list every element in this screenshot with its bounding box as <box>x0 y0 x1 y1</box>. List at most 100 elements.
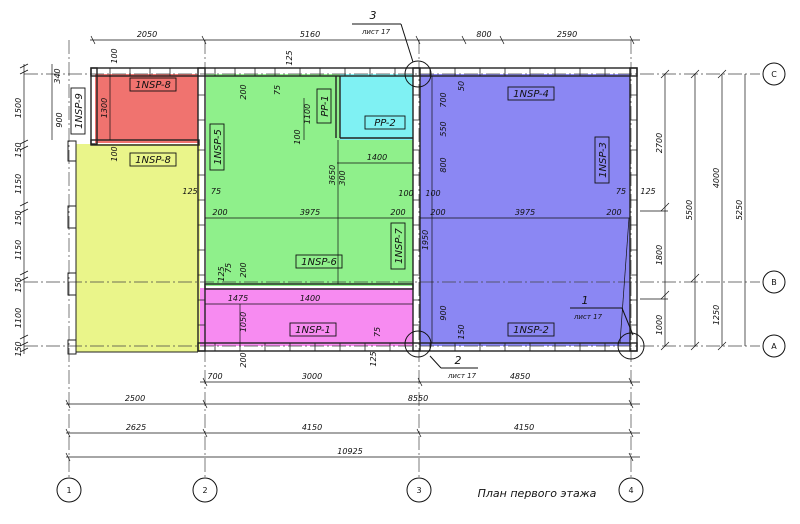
dim-inner-1400-bottom: 1400 <box>300 294 320 303</box>
dim-inner-125-d: 125 <box>369 351 378 366</box>
dim-inner-75-c: 75 <box>616 187 626 196</box>
dim-top-2050: 2050 <box>137 30 157 39</box>
axis-marker-2 <box>192 477 218 503</box>
dim-left-340: 340 <box>53 68 62 83</box>
dim-left-150-c: 150 <box>14 277 23 292</box>
dim-inner-100-b: 100 <box>293 129 302 144</box>
walls <box>90 67 638 352</box>
axis-marker-4 <box>618 477 644 503</box>
room-label-nsp2: 1NSP-2 <box>513 325 549 336</box>
dim-inner-125-b: 125 <box>640 187 655 196</box>
dim-inner-200-b: 200 <box>212 208 227 217</box>
dim-top-5160: 5160 <box>300 30 320 39</box>
axis-marker-1 <box>56 477 82 503</box>
dim-right-1800: 1800 <box>655 245 664 265</box>
section-callouts <box>352 23 645 369</box>
axis-marker-b <box>762 270 786 294</box>
dim-right-2700: 2700 <box>655 133 664 153</box>
callout-3-sheet: лист 17 <box>361 28 391 36</box>
axis-label-c: C <box>771 70 777 79</box>
dim-inner-100-c: 100 <box>398 189 413 198</box>
dim-inner-200-d: 200 <box>430 208 445 217</box>
dim-inner-550: 550 <box>439 121 448 136</box>
dim-top-800: 800 <box>476 30 491 39</box>
room-label-pp1: PP-1 <box>320 95 331 116</box>
axis-label-4: 4 <box>628 486 633 495</box>
dim-inner-125-c: 125 <box>217 266 226 281</box>
dim-inner-75-a: 75 <box>273 85 282 95</box>
dim-inner-900-right: 900 <box>439 305 448 320</box>
left-wall-marks <box>67 140 198 355</box>
room-fill-blue <box>420 74 630 346</box>
dimension-chains <box>19 35 746 462</box>
room-label-nsp4: 1NSP-4 <box>513 89 549 100</box>
dim-left-1150-a: 1150 <box>14 174 23 194</box>
dim-right-4000: 4000 <box>712 168 721 188</box>
callout-1-number: 1 <box>582 294 589 307</box>
dim-bottom-10925: 10925 <box>337 447 362 456</box>
dim-inner-200-g: 200 <box>239 352 248 367</box>
wall-hatch <box>109 68 637 351</box>
room-label-nsp1: 1NSP-1 <box>295 325 331 336</box>
dim-inner-3650: 3650 <box>328 165 337 185</box>
callout-circle-3 <box>404 60 432 88</box>
dim-inner-200-c: 200 <box>390 208 405 217</box>
room-fill-nsp8-bottom <box>76 144 200 352</box>
room-fill-nsp8-top <box>95 74 198 143</box>
dim-left-1500: 1500 <box>14 98 23 118</box>
room-label-nsp3: 1NSP-3 <box>598 142 609 178</box>
axis-marker-a <box>762 334 786 358</box>
dim-left-150-b: 150 <box>14 210 23 225</box>
callout-3-number: 3 <box>370 9 377 22</box>
axis-markers <box>56 62 786 503</box>
axis-label-3: 3 <box>416 486 421 495</box>
dim-top-2590: 2590 <box>557 30 577 39</box>
dim-left-150-a: 150 <box>14 142 23 157</box>
dim-inner-75-e: 75 <box>373 327 382 337</box>
dim-inner-100-a: 100 <box>110 146 119 161</box>
axis-label-a: A <box>771 342 777 351</box>
callout-circle-1 <box>617 332 645 360</box>
dim-inner-200-e: 200 <box>606 208 621 217</box>
dim-right-1250: 1250 <box>712 305 721 325</box>
dim-bottom-3000: 3000 <box>302 372 322 381</box>
axis-label-1: 1 <box>66 486 71 495</box>
dim-inner-100-d: 100 <box>425 189 440 198</box>
dim-inner-1400-top: 1400 <box>367 153 387 162</box>
room-label-nsp6: 1NSP-6 <box>301 257 337 268</box>
callout-2-number: 2 <box>455 354 462 367</box>
room-label-nsp8-top: 1NSP-8 <box>135 80 171 91</box>
room-label-boxes <box>70 77 610 337</box>
dim-inner-3975-left: 3975 <box>300 208 320 217</box>
dim-top-100: 100 <box>110 48 119 63</box>
dim-top-125: 125 <box>285 50 294 65</box>
axis-marker-3 <box>406 477 432 503</box>
room-label-pp2: PP-2 <box>374 118 395 129</box>
dim-inner-75-b: 75 <box>211 187 221 196</box>
dim-inner-50: 50 <box>457 81 466 91</box>
dim-inner-200-a: 200 <box>239 84 248 99</box>
dim-bottom-4150-left: 4150 <box>302 423 322 432</box>
room-label-nsp5: 1NSP-5 <box>213 129 224 165</box>
dim-bottom-2500: 2500 <box>125 394 145 403</box>
dim-inner-900-left: 900 <box>55 112 64 127</box>
axis-label-b: B <box>771 278 777 287</box>
dim-bottom-4850: 4850 <box>510 372 530 381</box>
drawing-title: План первого этажа <box>478 487 597 500</box>
room-label-nsp8-bottom: 1NSP-8 <box>135 155 171 166</box>
dim-bottom-8550: 8550 <box>408 394 428 403</box>
dim-inner-1950: 1950 <box>421 230 430 250</box>
dim-bottom-700: 700 <box>207 372 222 381</box>
dim-bottom-4150-right: 4150 <box>514 423 534 432</box>
room-label-nsp7: 1NSP-7 <box>394 228 405 264</box>
callout-2-sheet: лист 17 <box>447 372 477 380</box>
dim-inner-150: 150 <box>457 324 466 339</box>
callout-circle-2 <box>404 330 432 358</box>
dim-inner-3975-right: 3975 <box>515 208 535 217</box>
inner-dimension-lines <box>109 76 630 344</box>
dim-inner-1100: 1100 <box>303 104 312 124</box>
dim-right-1000: 1000 <box>655 315 664 335</box>
dim-inner-300: 300 <box>338 170 347 185</box>
dim-inner-1050: 1050 <box>239 312 248 332</box>
